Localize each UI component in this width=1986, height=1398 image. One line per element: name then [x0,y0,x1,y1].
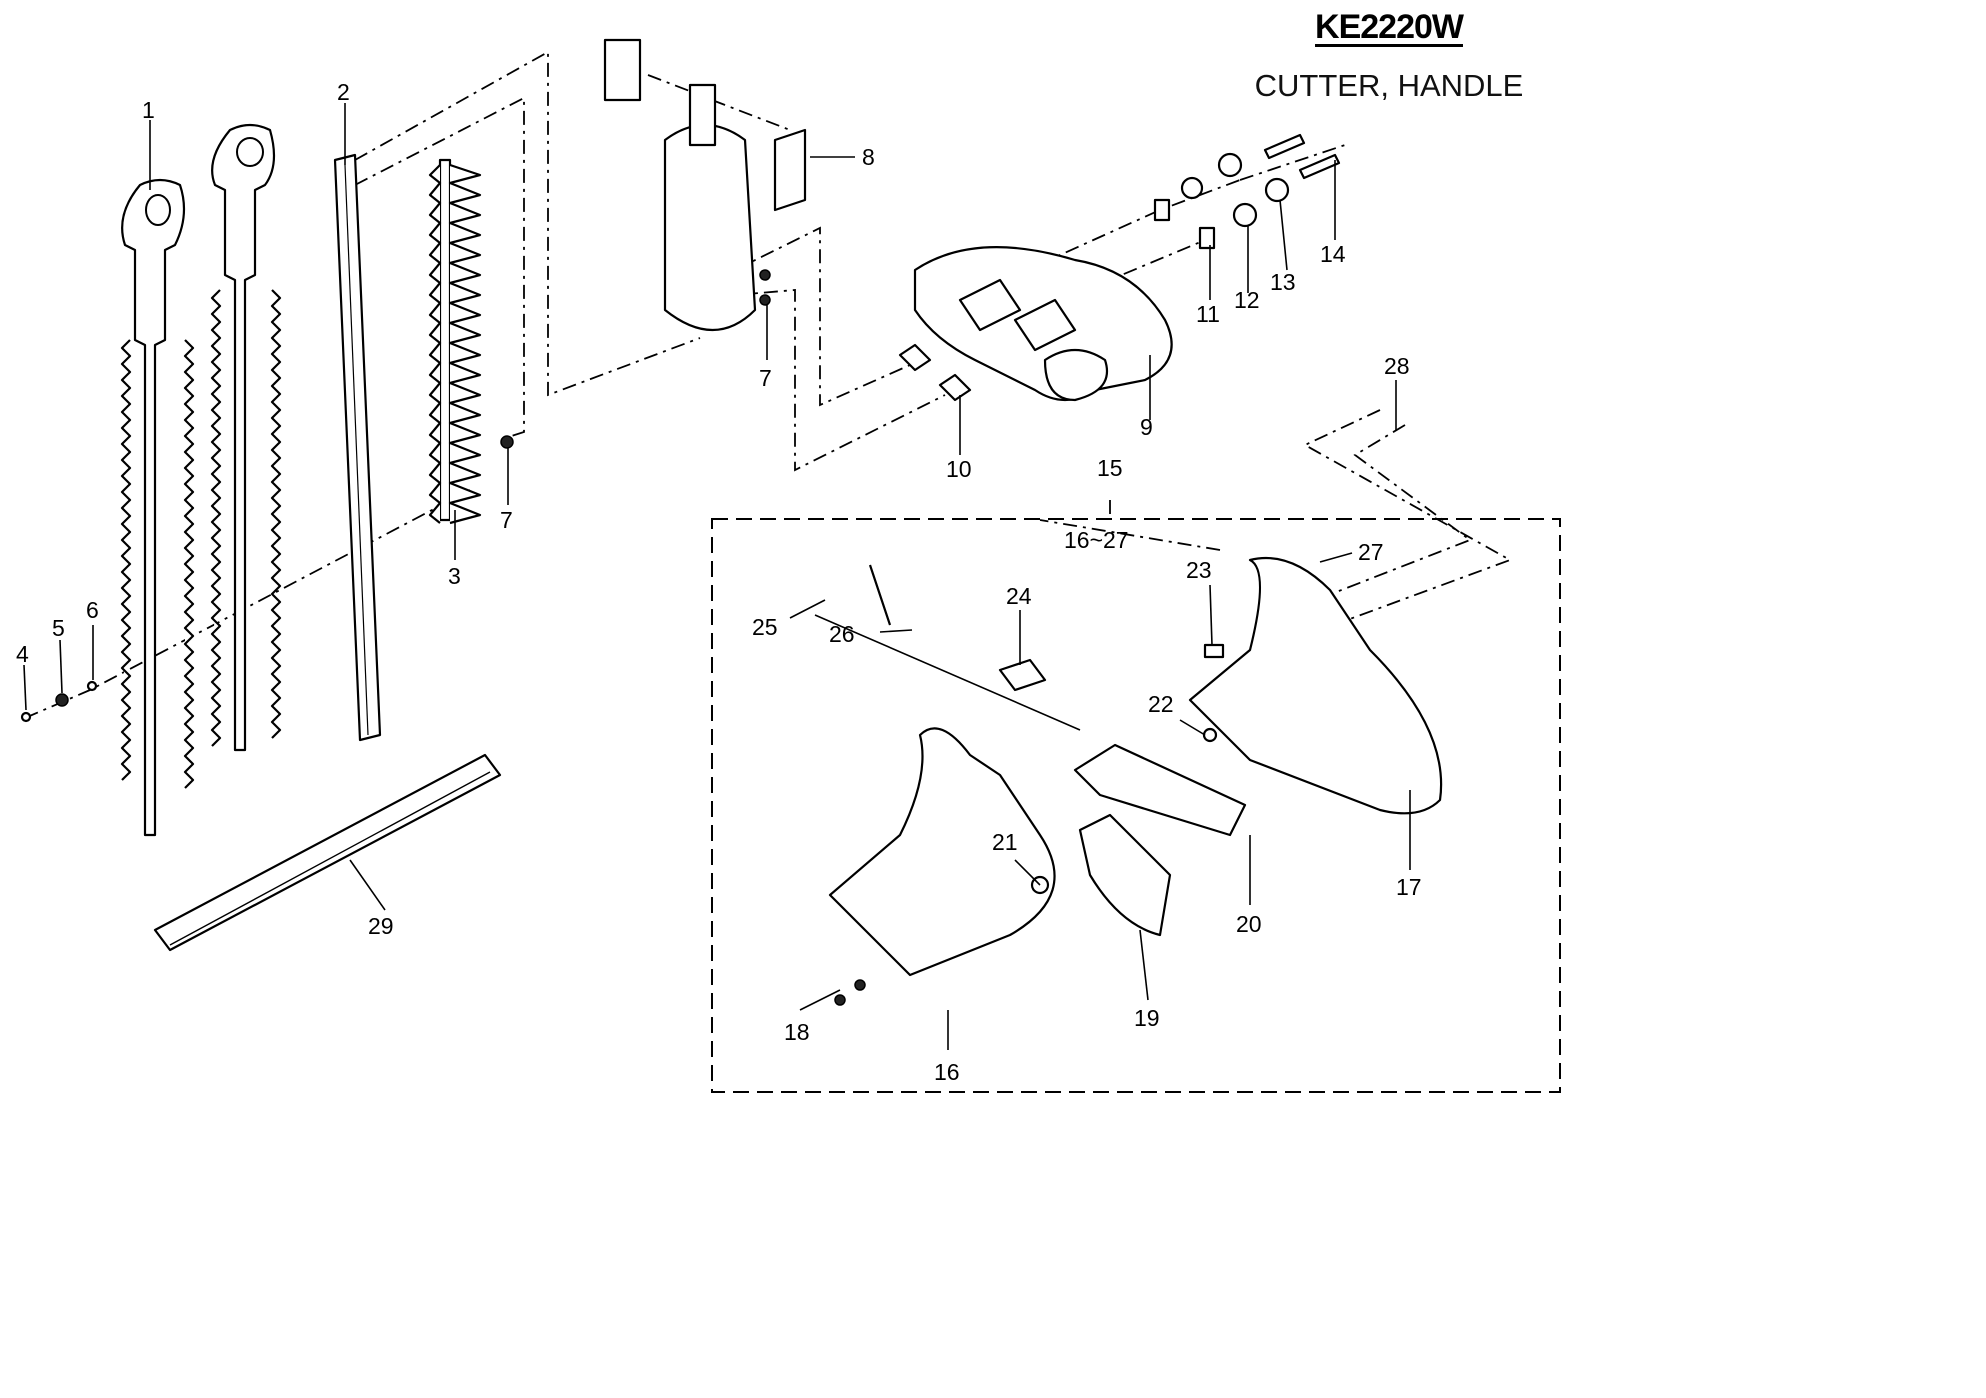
callout-23: 23 [1186,557,1212,583]
model-title: KE2220W [1315,8,1464,46]
callout-11: 11 [1196,301,1220,327]
callout-8: 8 [862,144,875,170]
callout-22: 22 [1148,691,1174,717]
callout-24: 24 [1006,583,1032,609]
callout-16-27: 16~27 [1064,527,1129,553]
callouts: 1 2 3 4 5 6 7 7 8 9 10 11 12 13 14 15 16… [16,79,1422,1085]
part-8-bracket [603,38,807,331]
callout-5: 5 [52,615,65,641]
section-subtitle: CUTTER, HANDLE [1254,68,1524,103]
callout-17: 17 [1396,874,1422,900]
callout-7b: 7 [500,507,513,533]
leader-lines [23,103,1411,1050]
callout-18: 18 [784,1019,810,1045]
callout-19: 19 [1134,1005,1160,1031]
callout-9: 9 [1140,414,1153,440]
part-9-handle [913,246,1173,402]
part-1-blade [120,178,195,837]
callout-15: 15 [1097,455,1123,481]
parts-16-27 [814,556,1443,1006]
callout-27: 27 [1358,539,1384,565]
callout-26: 26 [829,621,855,647]
exploded-parts-diagram: 1 2 3 4 5 6 7 7 8 9 10 11 12 13 14 15 16… [16,38,1561,1093]
fasteners [20,269,771,723]
callout-12: 12 [1234,287,1260,313]
callout-4: 4 [16,641,29,667]
callout-20: 20 [1236,911,1262,937]
callout-10: 10 [946,456,972,482]
callout-28: 28 [1384,353,1410,379]
callout-6: 6 [86,597,99,623]
callout-3: 3 [448,563,461,589]
callout-29: 29 [368,913,394,939]
handle-assembly-box [711,518,1561,1093]
part-29-cover [153,753,502,952]
callout-16: 16 [934,1059,960,1085]
callout-13: 13 [1270,269,1296,295]
parts-10-14 [898,133,1341,402]
callout-14: 14 [1320,241,1346,267]
callout-1: 1 [142,97,155,123]
part-3-blade [428,158,482,525]
callout-25: 25 [752,614,778,640]
part-1b-blade [210,123,282,752]
callout-2: 2 [337,79,350,105]
part-2-bar [333,153,382,742]
callout-7a: 7 [759,365,772,391]
callout-21: 21 [992,829,1018,855]
